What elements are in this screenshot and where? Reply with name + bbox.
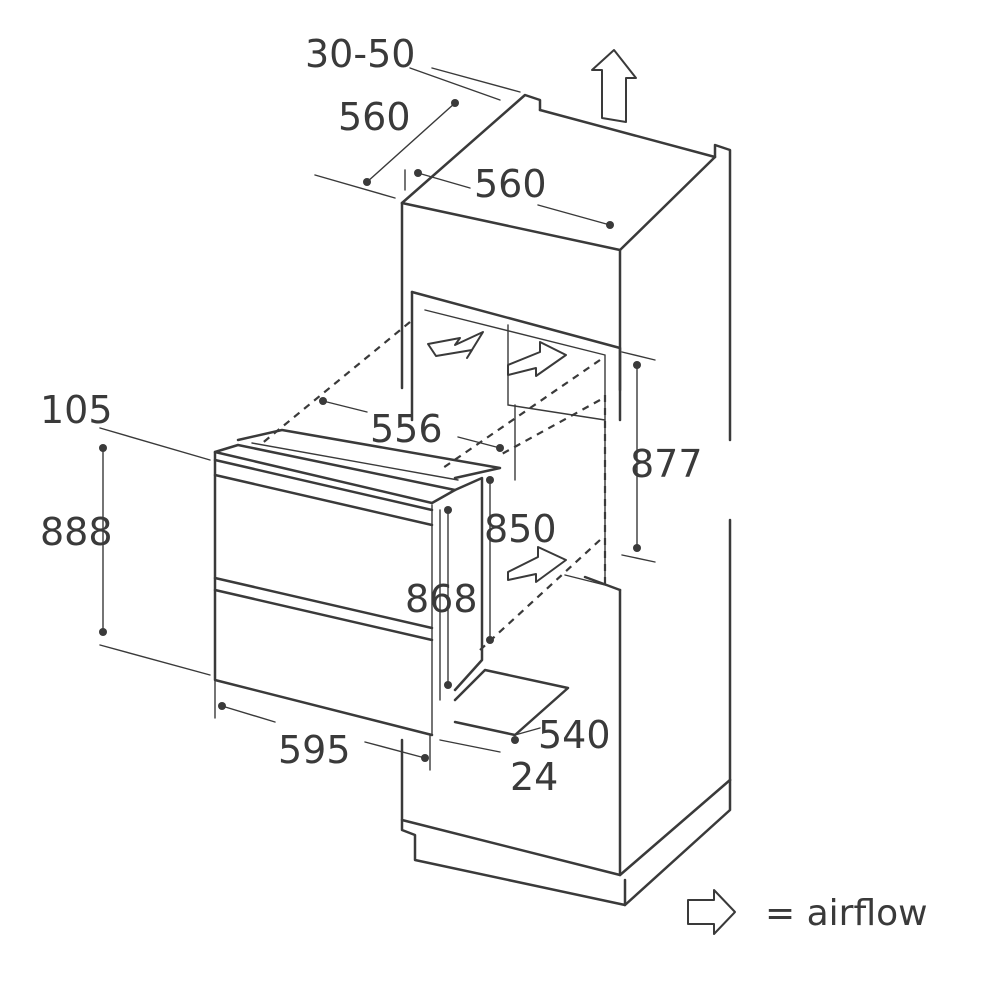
legend: = airflow bbox=[687, 889, 928, 935]
dim-cabinet-width: 560 bbox=[474, 162, 547, 206]
outline-arrow-icon bbox=[687, 889, 736, 935]
dimension-labels: 30-50 560 560 556 105 888 877 850 868 54… bbox=[40, 32, 703, 799]
dim-niche-width: 556 bbox=[370, 407, 443, 451]
dimension-lines bbox=[99, 67, 656, 771]
dim-top-gap: 30-50 bbox=[305, 32, 415, 76]
niche-volume-dashed bbox=[259, 321, 607, 651]
dim-drawer-height: 888 bbox=[40, 510, 113, 554]
airflow-out-icon bbox=[507, 341, 567, 377]
niche-opening bbox=[410, 290, 622, 592]
airflow-bottom-icon bbox=[507, 546, 567, 583]
dim-niche-depth: 540 bbox=[538, 713, 611, 757]
tall-cabinet bbox=[400, 93, 732, 907]
airflow-up-icon bbox=[591, 49, 637, 123]
dim-front-thickness: 24 bbox=[510, 755, 558, 799]
airflow-arrows bbox=[427, 49, 637, 583]
dim-front-width: 595 bbox=[278, 728, 351, 772]
dim-frame-height: 868 bbox=[405, 577, 478, 621]
airflow-in-icon bbox=[427, 331, 484, 359]
dim-side-offset: 105 bbox=[40, 388, 113, 432]
dim-niche-height-inner: 850 bbox=[484, 507, 557, 551]
legend-label: = airflow bbox=[765, 893, 928, 934]
dim-niche-height-upper: 877 bbox=[630, 442, 703, 486]
dim-cabinet-depth: 560 bbox=[338, 95, 411, 139]
